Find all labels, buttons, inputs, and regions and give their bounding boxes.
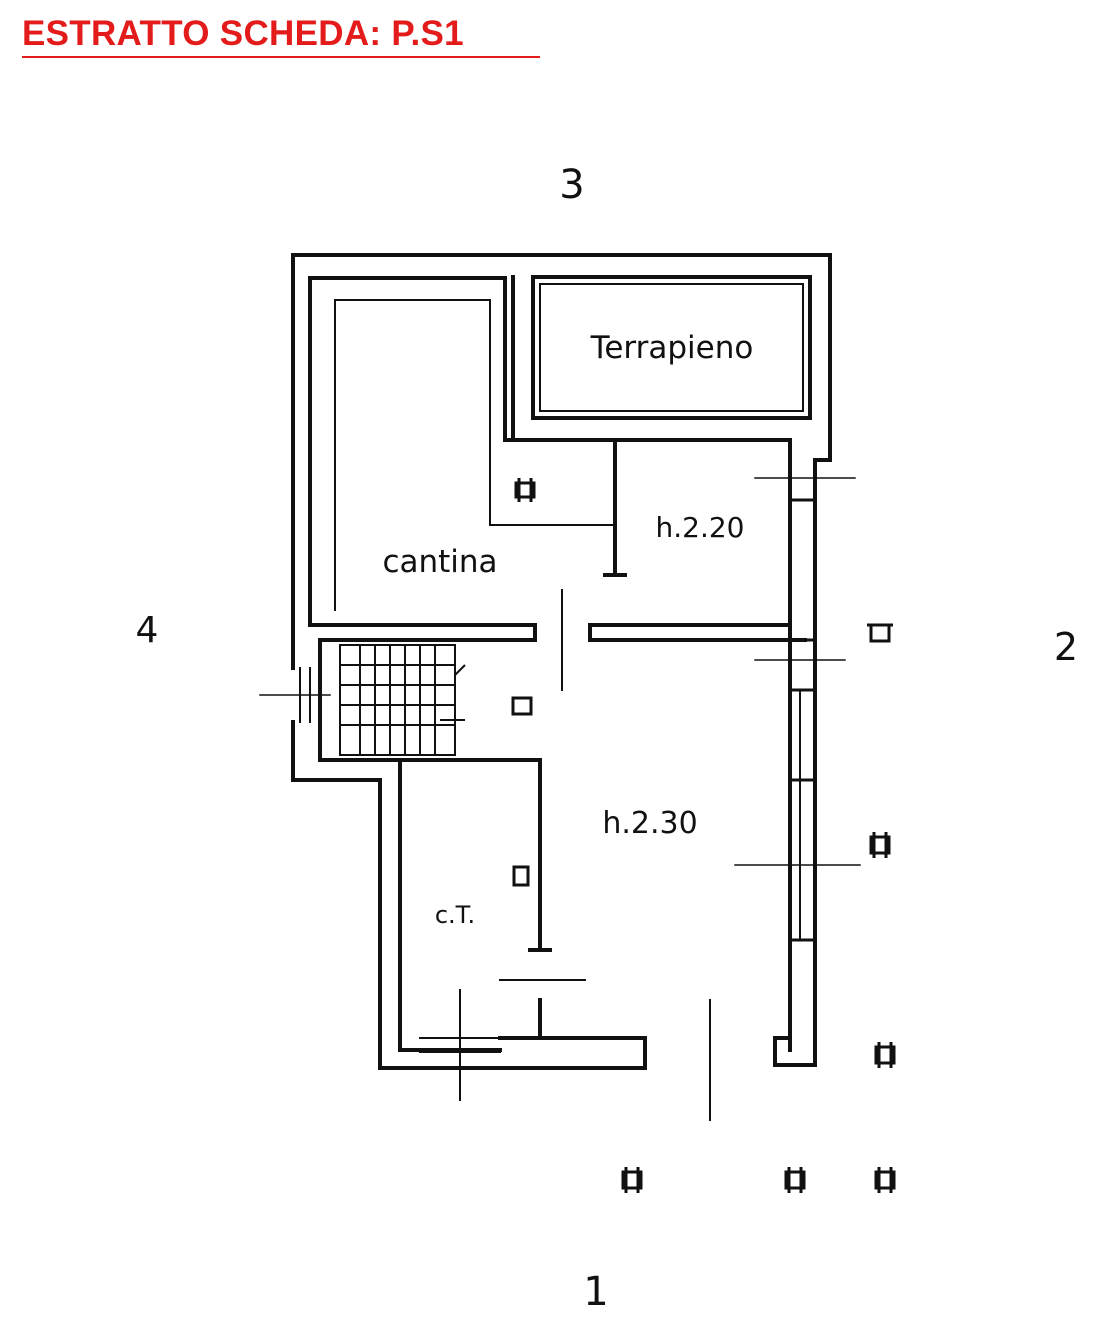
wall-bottom xyxy=(498,998,647,1047)
column-icon xyxy=(512,865,530,887)
wall-right xyxy=(773,458,817,1067)
column-icon xyxy=(784,1167,806,1193)
walls xyxy=(259,253,861,1121)
inner-line-cantina xyxy=(334,299,616,526)
room-height-label-230: h.2.30 xyxy=(602,806,697,841)
column-icon xyxy=(869,832,891,858)
column-icon xyxy=(621,1167,643,1193)
terrapieno-box xyxy=(531,275,812,420)
title-underline xyxy=(22,56,540,58)
column-icon xyxy=(511,696,533,716)
column-icon xyxy=(514,478,536,502)
outer-wall-top xyxy=(291,253,832,462)
column-icon xyxy=(874,1042,896,1068)
room-label-terrapieno: Terrapieno xyxy=(590,330,754,366)
column-icon xyxy=(874,1167,896,1193)
wall-ct xyxy=(398,758,552,952)
inner-wall-left xyxy=(308,276,537,1052)
room-label-ct: c.T. xyxy=(435,901,475,929)
orientation-label-1: 1 xyxy=(583,1269,608,1315)
room-height-label-220: h.2.20 xyxy=(656,511,745,544)
wall-horizontal xyxy=(588,623,807,642)
column-symbols xyxy=(511,478,896,1193)
partition-wall xyxy=(603,438,627,577)
orientation-label-4: 4 xyxy=(136,610,159,651)
outer-wall-left xyxy=(291,253,647,1070)
page-title: ESTRATTO SCHEDA: P.S1 xyxy=(22,14,464,53)
orientation-label-3: 3 xyxy=(559,162,584,208)
orientation-label-2: 2 xyxy=(1054,625,1078,669)
room-label-cantina: cantina xyxy=(382,544,497,580)
column-icon xyxy=(867,623,893,643)
staircase xyxy=(339,644,466,756)
